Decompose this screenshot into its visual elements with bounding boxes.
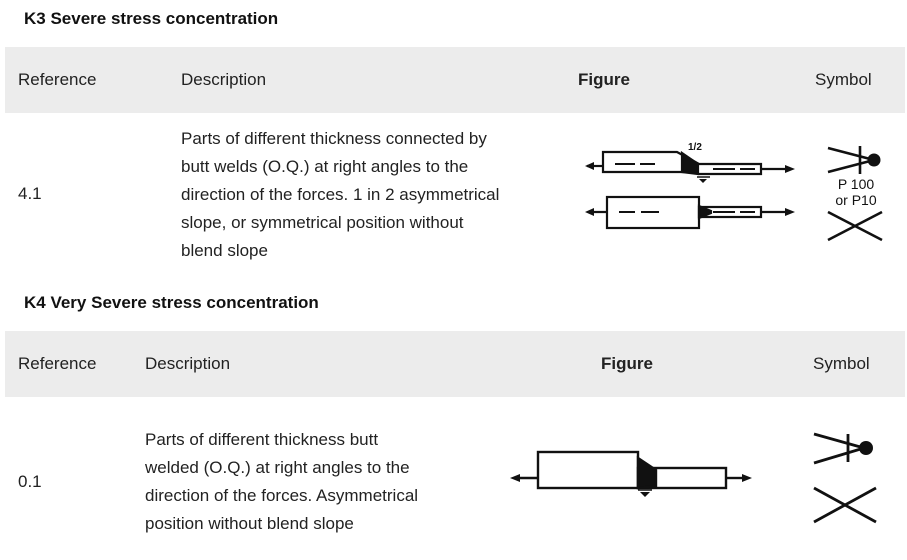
- header-description: Description: [145, 354, 231, 373]
- description-line: butt welds (O.Q.) at right angles to the: [181, 157, 469, 176]
- description-line: slope, or symmetrical position without: [181, 213, 464, 232]
- description-line: Parts of different thickness connected b…: [181, 129, 487, 148]
- header-symbol: Symbol: [815, 70, 872, 89]
- description-k4: Parts of different thickness butt welded…: [145, 426, 418, 538]
- section-title-k4: K4 Very Severe stress concentration: [24, 293, 319, 312]
- table-header-k3: Reference Description Figure Symbol: [5, 47, 905, 113]
- header-symbol: Symbol: [813, 354, 870, 373]
- description-line: direction of the forces. 1 in 2 asymmetr…: [181, 185, 500, 204]
- header-reference: Reference: [18, 354, 97, 373]
- symbol-text-line: P 100: [838, 176, 875, 192]
- header-reference: Reference: [18, 70, 97, 89]
- description-line: direction of the forces. Asymmetrical: [145, 486, 419, 505]
- description-line: position without blend slope: [145, 514, 354, 533]
- figure-slope-label: 1/2: [688, 142, 702, 153]
- figure-k3-weld-joints: 1/2: [585, 142, 795, 230]
- symbol-k3: P 100 or P10: [827, 146, 883, 242]
- description-k3: Parts of different thickness connected b…: [181, 125, 499, 265]
- symbol-k4: [813, 432, 877, 524]
- description-line: Parts of different thickness butt: [145, 430, 379, 449]
- reference-value-k3: 4.1: [18, 184, 42, 203]
- weld-dot-icon: [859, 441, 873, 455]
- header-figure: Figure: [578, 70, 630, 89]
- header-figure: Figure: [601, 354, 653, 373]
- symbol-text-line: or P10: [835, 192, 876, 208]
- header-description: Description: [181, 70, 267, 89]
- description-line: welded (O.Q.) at right angles to the: [145, 458, 410, 477]
- description-line: blend slope: [181, 241, 268, 260]
- table-header-k4: Reference Description Figure Symbol: [5, 331, 905, 397]
- section-title-k3: K3 Severe stress concentration: [24, 9, 279, 28]
- weld-dot-icon: [867, 153, 881, 167]
- figure-k4-weld-joint: [510, 450, 752, 497]
- reference-value-k4: 0.1: [18, 472, 42, 491]
